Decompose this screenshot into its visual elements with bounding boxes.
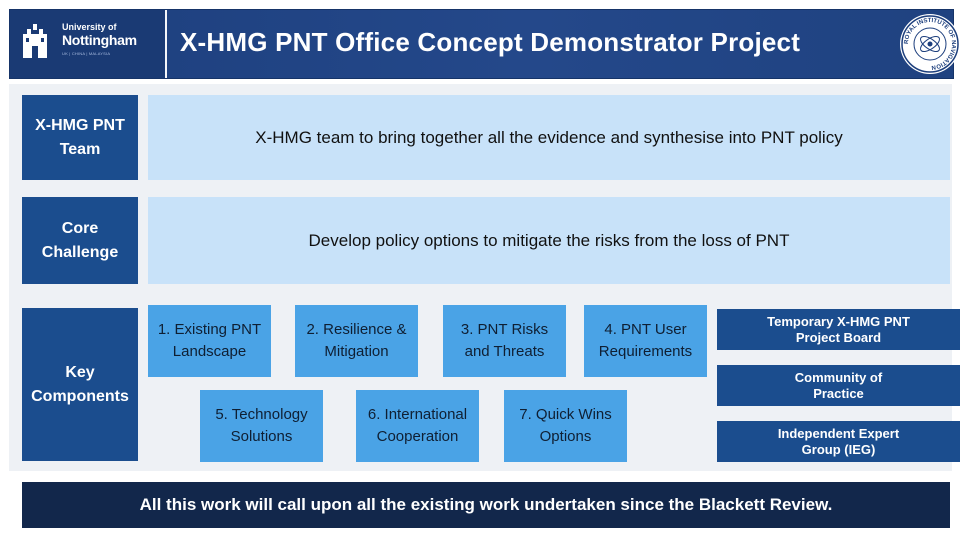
component-pnt-risks-threats: 3. PNT Risks and Threats (443, 305, 566, 377)
component-resilience-mitigation: 2. Resilience & Mitigation (295, 305, 418, 377)
label-key-components: Key Components (22, 308, 138, 461)
logo-line-3: UK | CHINA | MALAYSIA (62, 51, 111, 56)
component-pnt-user-requirements: 4. PNT User Requirements (584, 305, 707, 377)
component-technology-solutions: 5. Technology Solutions (200, 390, 323, 462)
university-logo: University of Nottingham UK | CHINA | MA… (10, 10, 167, 78)
logo-line-1: University of (62, 22, 117, 32)
governance-community-of-practice: Community of Practice (717, 365, 960, 406)
label-core-challenge: Core Challenge (22, 197, 138, 284)
footer-banner: All this work will call upon all the exi… (22, 482, 950, 528)
component-international-cooperation: 6. International Cooperation (356, 390, 479, 462)
component-quick-wins-options: 7. Quick Wins Options (504, 390, 627, 462)
logo-line-2: Nottingham (62, 32, 137, 48)
core-challenge-description: Develop policy options to mitigate the r… (148, 197, 950, 284)
label-team: X-HMG PNT Team (22, 95, 138, 180)
header-banner: University of Nottingham UK | CHINA | MA… (9, 9, 960, 79)
page-title: X-HMG PNT Office Concept Demonstrator Pr… (180, 27, 801, 57)
component-existing-pnt-landscape: 1. Existing PNT Landscape (148, 305, 271, 377)
royal-institute-navigation-seal: ROYAL INSTITUTE OF NAVIGATION (900, 14, 960, 74)
governance-independent-expert-group: Independent Expert Group (IEG) (717, 421, 960, 462)
team-description: X-HMG team to bring together all the evi… (148, 95, 950, 180)
castle-icon (18, 20, 52, 62)
governance-project-board: Temporary X-HMG PNT Project Board (717, 309, 960, 350)
